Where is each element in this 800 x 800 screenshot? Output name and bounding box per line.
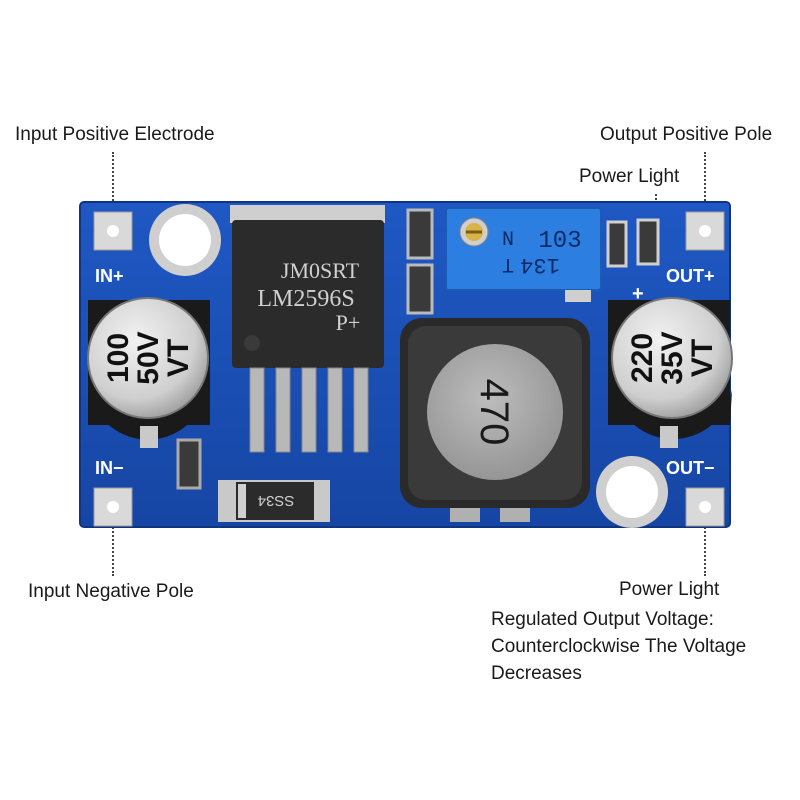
diode-label: SS34 [258,492,295,509]
smd-component-1 [406,208,434,260]
cap-in-voltage: 50V [132,331,165,384]
input-capacitor: 100 50V VT [87,297,210,448]
leader-power-light-bottom [704,520,706,576]
leader-input-negative [112,520,114,576]
power-led-top [636,218,660,266]
silk-out-plus: OUT+ [666,266,715,286]
pot-line-1: 103 [538,228,581,255]
leader-output-positive [704,152,706,212]
mounting-hole-bottom-right [596,456,668,528]
silk-plus-mark: + [632,283,644,305]
ic-line-1: JM0SRT [281,258,360,283]
smd-component-2 [406,263,434,315]
ss34-diode: SS34 [218,480,330,522]
cap-in-value: 100 [102,333,135,383]
silk-in-minus: IN− [95,458,124,478]
smd-near-led [606,220,628,268]
ic-line-2: LM2596S [257,286,354,312]
pot-line-4: N [502,229,514,252]
ic-line-3: P+ [336,310,361,335]
pot-line-3: T [502,252,514,275]
cap-out-brand: VT [686,339,719,377]
resistor-in-minus [176,438,202,490]
label-regulated-output: Regulated Output Voltage: Counterclockwi… [491,609,747,684]
output-capacitor: 220 35V VT [608,297,733,448]
pad-in-minus [93,487,133,527]
pad-out-plus [685,211,725,251]
pad-out-minus [685,487,725,527]
cap-in-brand: VT [162,339,195,377]
lm2596-regulator: JM0SRT LM2596S P+ [230,205,385,453]
inductor: 470 [400,318,590,522]
label-output-positive: Output Positive Pole [600,124,773,145]
cap-out-voltage: 35V [656,331,689,384]
pot-line-2: 134 [520,252,560,277]
inductor-value: 470 [472,379,516,446]
label-input-negative: Input Negative Pole [28,581,194,602]
leader-input-positive [112,152,114,212]
potentiometer[interactable]: 103 134 T N [445,207,602,302]
label-power-light-bottom: Power Light [619,579,720,600]
mounting-hole-top-left [149,204,221,276]
pad-in-plus [93,211,133,251]
cap-out-value: 220 [626,333,659,383]
label-input-positive: Input Positive Electrode [15,124,215,145]
silk-in-plus: IN+ [95,266,124,286]
label-power-light-top: Power Light [579,166,680,187]
silk-out-minus: OUT− [666,458,715,478]
